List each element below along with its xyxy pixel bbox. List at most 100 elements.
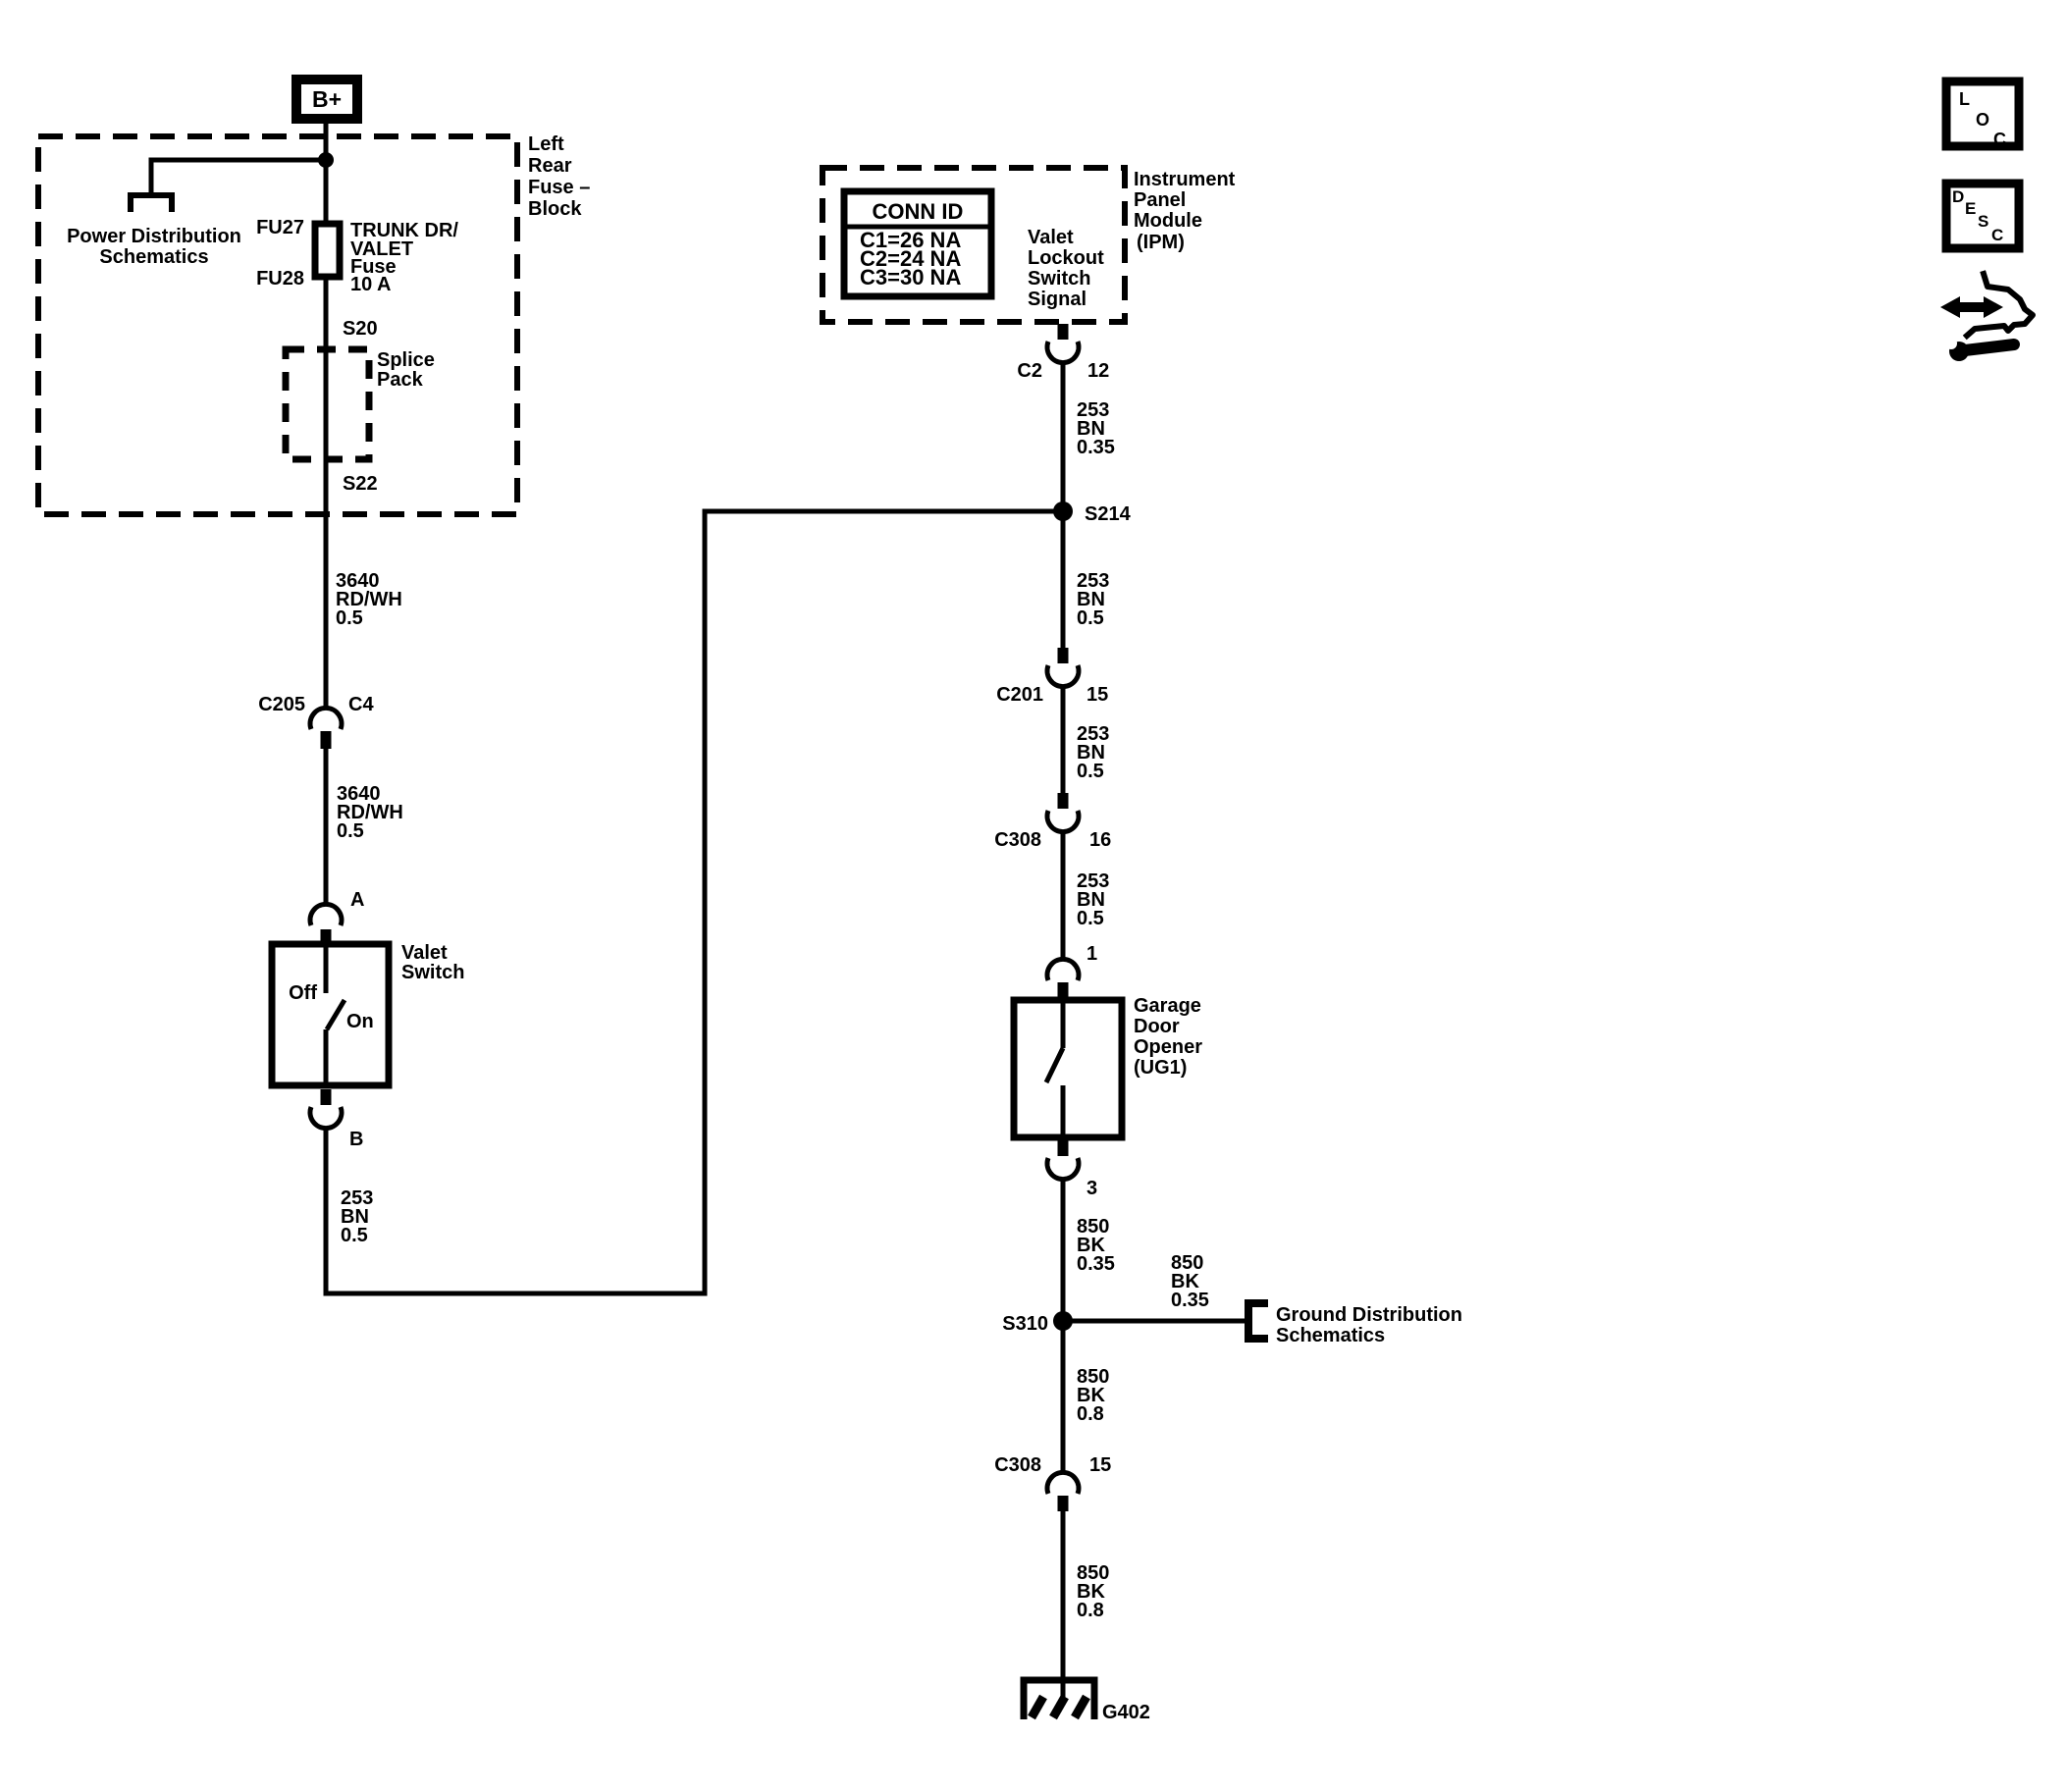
loc-button[interactable]: L O C <box>1941 77 2024 151</box>
connector-cavity: C4 <box>348 694 374 715</box>
fuse-block-title-line: Block <box>528 198 582 220</box>
valet-switch-blade <box>324 998 347 1031</box>
wire-label-line: 0.5 <box>336 607 363 629</box>
ground-symbol-icon <box>1020 1676 1098 1719</box>
wire-label-line: 0.5 <box>341 1225 368 1246</box>
ground-hatch-icon <box>1028 1694 1047 1720</box>
valet-switch-circuit: 3640 RD/WH 0.5 C205 C4 3640 RD/WH 0.5 A … <box>258 508 1054 1296</box>
connector-gdo-pin1: 1 <box>1044 943 1097 997</box>
wire-label-line: 3640 <box>336 570 380 592</box>
wire-label-line: BN <box>341 1206 369 1228</box>
ground-dist-ref-line: Ground Distribution <box>1276 1304 1462 1326</box>
wire-label-line: BK <box>1077 1581 1105 1603</box>
wire-label-line: 253 <box>341 1187 373 1209</box>
valet-switch-off-label: Off <box>289 982 317 1004</box>
arrowhead-left-icon <box>1940 296 1960 318</box>
wire-label-line: RD/WH <box>337 802 403 823</box>
connector-cavity: A <box>350 889 364 911</box>
connector-c2: C2 12 <box>1017 324 1109 382</box>
connector-name: C205 <box>258 694 305 715</box>
wrench-jaw-notch-icon <box>1945 338 1957 349</box>
connector-cavity: 15 <box>1086 684 1108 706</box>
ipm-signal-line: Valet <box>1028 227 1074 248</box>
wire-label-line: 0.35 <box>1077 437 1115 458</box>
splice-s22-label: S22 <box>343 473 378 495</box>
connector-arc-icon <box>307 706 344 730</box>
wire-power-dist-branch <box>148 157 326 195</box>
toolbar-icons: L O C D E S C <box>1940 77 2036 361</box>
splice-s310-label: S310 <box>1002 1313 1048 1335</box>
connector-c308-15: C308 15 <box>994 1454 1111 1511</box>
wire-label-line: RD/WH <box>336 589 402 610</box>
panel-outline-icon <box>1962 270 2036 341</box>
wire-label-line: BK <box>1077 1385 1105 1406</box>
center-circuit: 253 BN 0.35 S214 253 BN 0.5 C201 15 253 … <box>994 363 1462 1723</box>
splice-s20-label: S20 <box>343 318 378 340</box>
wire-label-line: 253 <box>1077 870 1109 892</box>
loc-button-box[interactable] <box>1941 77 2024 151</box>
tools-icon[interactable] <box>1940 270 2036 361</box>
loc-letter: O <box>1976 110 1989 130</box>
connector-name: C308 <box>994 1454 1041 1476</box>
ipm-title-line: Instrument <box>1134 169 1236 190</box>
trunk-dr-valet-fuse-symbol <box>311 220 344 281</box>
fuse-block-title-line: Left <box>528 133 564 155</box>
conn-id-row: C3=30 NA <box>860 265 961 290</box>
wire-label-line: BN <box>1077 589 1105 610</box>
valet-switch-name-line: Valet <box>401 942 448 964</box>
connector-cavity: 16 <box>1089 829 1111 851</box>
desc-button-box[interactable] <box>1941 179 2024 253</box>
ground-name-label: G402 <box>1102 1702 1150 1723</box>
power-dist-ref-line: Schematics <box>99 246 208 268</box>
connector-pin-icon <box>1057 648 1069 663</box>
loc-letter: L <box>1959 89 1970 109</box>
connector-pin-a: A <box>307 889 364 943</box>
connector-c308-16: C308 16 <box>994 793 1111 851</box>
fuse-id-bottom: FU28 <box>256 268 304 290</box>
wire-label-line: 253 <box>1077 399 1109 421</box>
connector-pin-icon <box>320 731 332 749</box>
left-rear-fuse-block: Left Rear Fuse – Block B+ Power Distribu… <box>35 75 590 708</box>
desc-letter: S <box>1978 212 1988 231</box>
gdo-name-line: Opener <box>1134 1036 1202 1058</box>
instrument-panel-module: Instrument Panel Module (IPM) CONN ID C1… <box>820 165 1236 382</box>
connector-gdo-pin3: 3 <box>1044 1140 1097 1199</box>
wire-label-line: 0.5 <box>1077 761 1104 782</box>
connector-arc-icon <box>1044 664 1082 689</box>
wire-label-line: 850 <box>1077 1366 1109 1388</box>
loc-letter: C <box>1993 130 2006 149</box>
valet-switch-box <box>268 940 393 1089</box>
ipm-title-line: (IPM) <box>1137 232 1185 253</box>
splice-pack-label-line: Splice <box>377 349 435 371</box>
desc-letter: E <box>1965 199 1976 218</box>
splice-s214-dot <box>1053 501 1073 521</box>
power-dist-ref-line: Power Distribution <box>67 226 241 247</box>
arrowhead-right-icon <box>1984 296 2003 318</box>
wire-label-line: 850 <box>1077 1562 1109 1584</box>
connector-name: C308 <box>994 829 1041 851</box>
fuse-id-top: FU27 <box>256 217 304 238</box>
connector-name: C201 <box>996 684 1043 706</box>
bplus-terminal-box <box>292 75 362 124</box>
wire-b-to-s214 <box>323 508 1054 1296</box>
connector-pin-icon <box>1057 1496 1069 1511</box>
connector-arc-icon <box>307 1106 344 1131</box>
wire-label-line: BN <box>1077 418 1105 440</box>
valet-switch-on-label: On <box>346 1011 374 1032</box>
fuse-block-title-line: Fuse – <box>528 177 590 198</box>
gdo-name-line: (UG1) <box>1134 1057 1187 1079</box>
fuse-name-line: TRUNK DR/ <box>350 220 458 241</box>
ground-g402: G402 <box>1020 1676 1150 1723</box>
connector-pin-icon <box>1057 324 1069 340</box>
fuse-block-title-line: Rear <box>528 155 572 177</box>
connector-arc-icon <box>1044 1470 1082 1495</box>
conn-id-table-box <box>840 187 995 300</box>
ipm-signal-line: Lockout <box>1028 247 1104 269</box>
desc-button[interactable]: D E S C <box>1941 179 2024 253</box>
desc-letter: C <box>1991 226 2003 244</box>
wire-label-line: BK <box>1077 1235 1105 1256</box>
connector-arc-icon <box>1044 810 1082 834</box>
connector-pin-b: B <box>307 1089 363 1150</box>
ground-hatch-icon <box>1049 1694 1069 1720</box>
